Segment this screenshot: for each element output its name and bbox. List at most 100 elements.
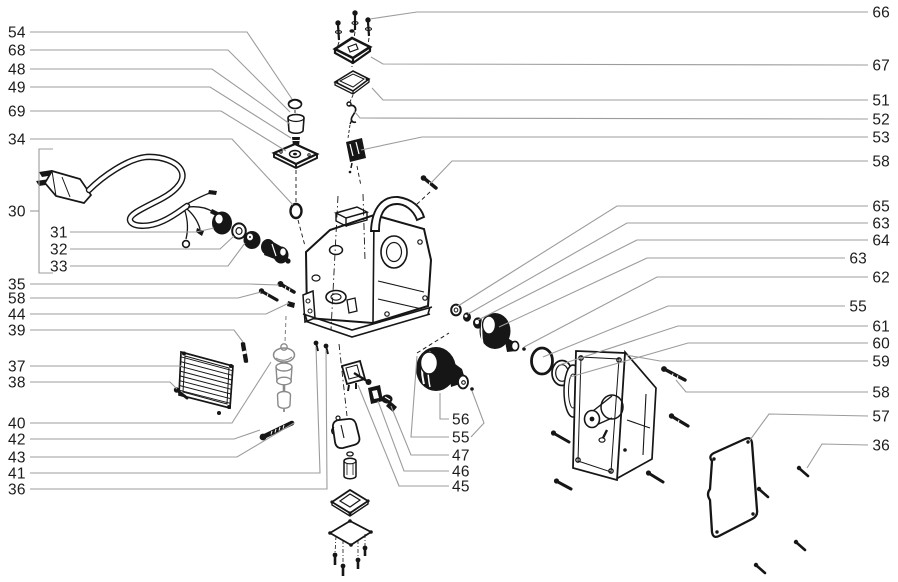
leader-line-67 <box>370 56 869 66</box>
leader-line-31 <box>70 227 215 233</box>
callout-label-36-left: 36 <box>8 482 26 499</box>
callout-label-41: 41 <box>8 466 26 483</box>
leader-line-32 <box>70 235 235 250</box>
mount-plate-part <box>271 142 320 170</box>
heat-sink-board-part <box>178 350 234 410</box>
leader-line-68 <box>30 49 291 113</box>
callout-label-65: 65 <box>872 199 890 216</box>
callout-label-38: 38 <box>8 375 26 392</box>
leader-line-51 <box>371 87 868 101</box>
assembly-axis-line <box>336 31 370 49</box>
cord-connector-part <box>261 239 291 264</box>
callout-label-61: 61 <box>872 319 890 336</box>
callout-label-49: 49 <box>8 80 26 97</box>
callout-label-33: 33 <box>50 259 68 276</box>
callout-label-58-right: 58 <box>872 385 890 402</box>
chassis-screws-group <box>258 281 296 308</box>
callout-label-46: 46 <box>452 464 470 481</box>
callout-label-59: 59 <box>872 354 890 371</box>
leader-line-69 <box>30 110 287 152</box>
leader-line-40 <box>30 361 272 424</box>
assembly-axis-line <box>297 219 306 247</box>
callout-label-31: 31 <box>50 225 68 242</box>
callout-label-51: 51 <box>872 93 890 110</box>
shaft-boss-part <box>583 394 624 429</box>
leader-line-30-2 <box>38 148 53 274</box>
callout-label-63-upper: 63 <box>872 216 890 233</box>
motor-group <box>550 349 690 491</box>
callout-label-35: 35 <box>8 277 26 294</box>
retaining-clip-part <box>346 101 357 125</box>
callout-label-60: 60 <box>872 336 890 353</box>
callout-label-53: 53 <box>872 130 890 147</box>
leader-line-63-lower <box>498 257 845 328</box>
leader-line-47 <box>390 405 449 456</box>
lock-washer-icon <box>349 29 355 33</box>
leader-line-36-right <box>806 443 869 469</box>
parts-artwork <box>36 10 810 576</box>
callout-layer: 5468484969343031323335584439373840424341… <box>8 5 890 499</box>
leader-line-55-center-1 <box>410 355 449 438</box>
leader-line-60 <box>569 342 868 378</box>
leader-line-58-top <box>430 160 868 184</box>
o-ring-part <box>530 346 554 376</box>
callout-label-52: 52 <box>872 112 890 129</box>
housing-handle-part <box>370 196 426 232</box>
callout-label-66: 66 <box>872 5 890 22</box>
leader-line-53 <box>360 136 868 151</box>
leader-line-61 <box>558 325 868 366</box>
base-plate-part <box>328 519 373 576</box>
callout-label-43: 43 <box>8 450 26 467</box>
leader-line-49 <box>30 86 292 139</box>
callout-label-62: 62 <box>872 270 890 287</box>
circuit-board-group <box>173 350 234 415</box>
washer-part <box>450 303 462 317</box>
assembly-axis-line <box>362 193 366 261</box>
leader-line-48 <box>30 68 291 125</box>
motor-screw-icon <box>645 470 665 484</box>
motor-screw-icon <box>553 478 573 491</box>
leader-line-62 <box>523 276 868 348</box>
callout-label-58-left: 58 <box>8 291 26 308</box>
assembly-axis-line <box>338 343 348 417</box>
ball-bearing-icon <box>522 347 526 351</box>
cover-gasket-part <box>706 436 759 539</box>
leader-line-35 <box>30 283 280 286</box>
cover-screw-icon <box>753 562 767 575</box>
cup-part <box>287 113 305 135</box>
screw-icon <box>258 288 279 302</box>
motor-screw-icon <box>668 413 690 428</box>
leader-line-56 <box>439 393 449 420</box>
assembly-axis-line <box>349 94 354 103</box>
callout-label-68: 68 <box>8 43 26 60</box>
cover-screw-icon <box>796 465 810 478</box>
standoff-part <box>240 342 249 363</box>
spacer-part <box>463 312 471 322</box>
switch-knob-part <box>381 394 397 412</box>
housing-screw-part <box>415 175 438 206</box>
pump-head-mount-group <box>332 10 373 187</box>
callout-label-57: 57 <box>872 409 890 426</box>
main-housing-group <box>302 193 433 338</box>
assembly-axis-line <box>416 332 450 354</box>
callout-label-58-top: 58 <box>872 154 890 171</box>
callout-label-40: 40 <box>8 416 26 433</box>
assembly-axis-line <box>356 165 362 187</box>
callout-label-56: 56 <box>452 412 470 429</box>
leader-line-57 <box>749 413 869 441</box>
long-screw-part <box>259 420 295 441</box>
toggle-switch-part <box>340 359 372 392</box>
callout-label-55-right: 55 <box>849 299 867 316</box>
leader-line-55-right <box>542 305 845 358</box>
motor-screw-icon <box>550 430 571 444</box>
callout-label-36-right: 36 <box>872 438 890 455</box>
callout-label-39: 39 <box>8 323 26 340</box>
head-gasket-part <box>333 70 371 95</box>
leader-line-59 <box>625 354 868 362</box>
bushing-part <box>243 231 261 249</box>
leader-line-65 <box>457 205 868 307</box>
leader-line-42 <box>30 429 261 440</box>
mount-screw-icon <box>364 17 373 37</box>
